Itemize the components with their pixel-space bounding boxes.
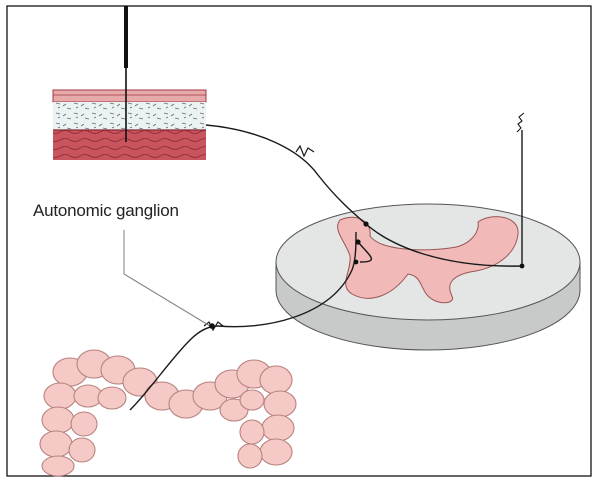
synapse-dot: [355, 239, 360, 244]
colon-segment: [69, 438, 95, 462]
synapse-dot: [354, 260, 359, 265]
colon-segment: [260, 439, 292, 465]
muscle-texture: [53, 130, 206, 160]
synapse-dot: [363, 221, 368, 226]
colon-segment: [240, 390, 264, 410]
skin-tissue-block: [53, 90, 206, 160]
colon-segment: [40, 431, 72, 457]
colon-segment: [42, 407, 74, 433]
ganglion-leader-line: [124, 230, 210, 326]
colon-segment: [44, 383, 76, 409]
colon-segment: [264, 391, 296, 417]
needle-shaft: [124, 6, 128, 68]
afferent-nerve-from-skin: [206, 125, 366, 224]
intestine: [40, 350, 296, 476]
colon-segment: [238, 444, 262, 468]
colon-segment: [42, 456, 74, 476]
spinal-cord-section: [276, 204, 580, 350]
colon-segment: [71, 412, 97, 436]
colon-segment: [98, 387, 126, 409]
synapse-dot: [520, 264, 525, 269]
epidermis-layer: [53, 90, 206, 102]
dermis-texture: [53, 102, 206, 130]
colon-segment: [240, 420, 264, 444]
colon-segment: [262, 415, 294, 441]
ganglion-dot: [209, 323, 215, 329]
afferent-zigzag: [296, 146, 314, 156]
colon-segment: [260, 366, 292, 394]
ganglion-label: Autonomic ganglion: [33, 201, 179, 221]
efferent-zigzag: [517, 113, 524, 132]
